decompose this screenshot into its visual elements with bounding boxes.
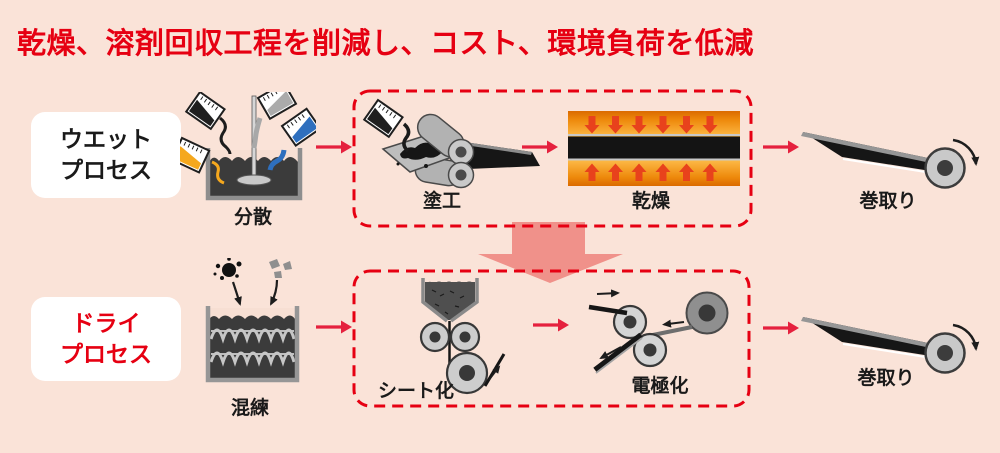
page-title: 乾燥、溶剤回収工程を削減し、コスト、環境負荷を低減 (17, 28, 754, 60)
flow-arrow-icon (763, 140, 799, 154)
beaker-orange (180, 136, 211, 174)
kneading-tank (205, 306, 300, 383)
sheeting-icon (419, 278, 506, 395)
wet-process-label-box: ウエット プロセス (31, 112, 181, 198)
winding-icon-dry (801, 317, 980, 374)
dry-process-label-box: ドライ プロセス (31, 297, 181, 381)
flow-arrow-icon (522, 140, 558, 154)
step-label-sheeting: シート化 (377, 381, 454, 402)
screw-auger (209, 328, 296, 344)
coated-sheet (458, 141, 540, 169)
drying-icon (568, 111, 740, 186)
gray-powder (269, 259, 292, 278)
flow-arrow-icon (316, 140, 352, 154)
beaker-gray (256, 92, 298, 121)
step-label-kneading: 混練 (230, 398, 269, 419)
kneading-icon (205, 258, 300, 383)
dry-process-label-line2: プロセス (60, 341, 152, 367)
step-label-dispersion: 分散 (233, 207, 272, 228)
step-label-coating: 塗工 (422, 191, 461, 212)
step-label-winding-wet: 巻取り (859, 191, 917, 212)
flow-arrow-icon (533, 318, 569, 332)
electroding-icon (588, 289, 729, 374)
beaker-slurry (362, 98, 404, 139)
process-transition-arrow-icon (478, 222, 623, 283)
beaker-blue (280, 107, 316, 148)
beaker-black (184, 92, 226, 131)
screw-auger (209, 351, 296, 367)
hopper (421, 278, 479, 323)
step-label-electroding: 電極化 (631, 376, 689, 397)
step-label-drying: 乾燥 (631, 191, 670, 212)
dispersion-icon (180, 92, 316, 201)
flow-arrow-icon (316, 320, 352, 334)
electrode-sheet (568, 136, 740, 159)
wet-process-label-line2: プロセス (60, 157, 152, 183)
wet-process-stage-outline (352, 89, 753, 228)
flow-arrow-icon (763, 321, 799, 335)
heat-arrows (584, 116, 718, 181)
step-label-winding-dry: 巻取り (857, 368, 915, 389)
winding-icon-wet (801, 132, 980, 189)
coating-icon (362, 98, 540, 189)
dry-process-stage-outline (352, 269, 751, 408)
dry-process-label-line1: ドライ (71, 310, 141, 336)
wet-process-label-line1: ウエット (60, 126, 152, 152)
electrode-output-sheet (593, 332, 643, 373)
black-powder (213, 258, 242, 280)
